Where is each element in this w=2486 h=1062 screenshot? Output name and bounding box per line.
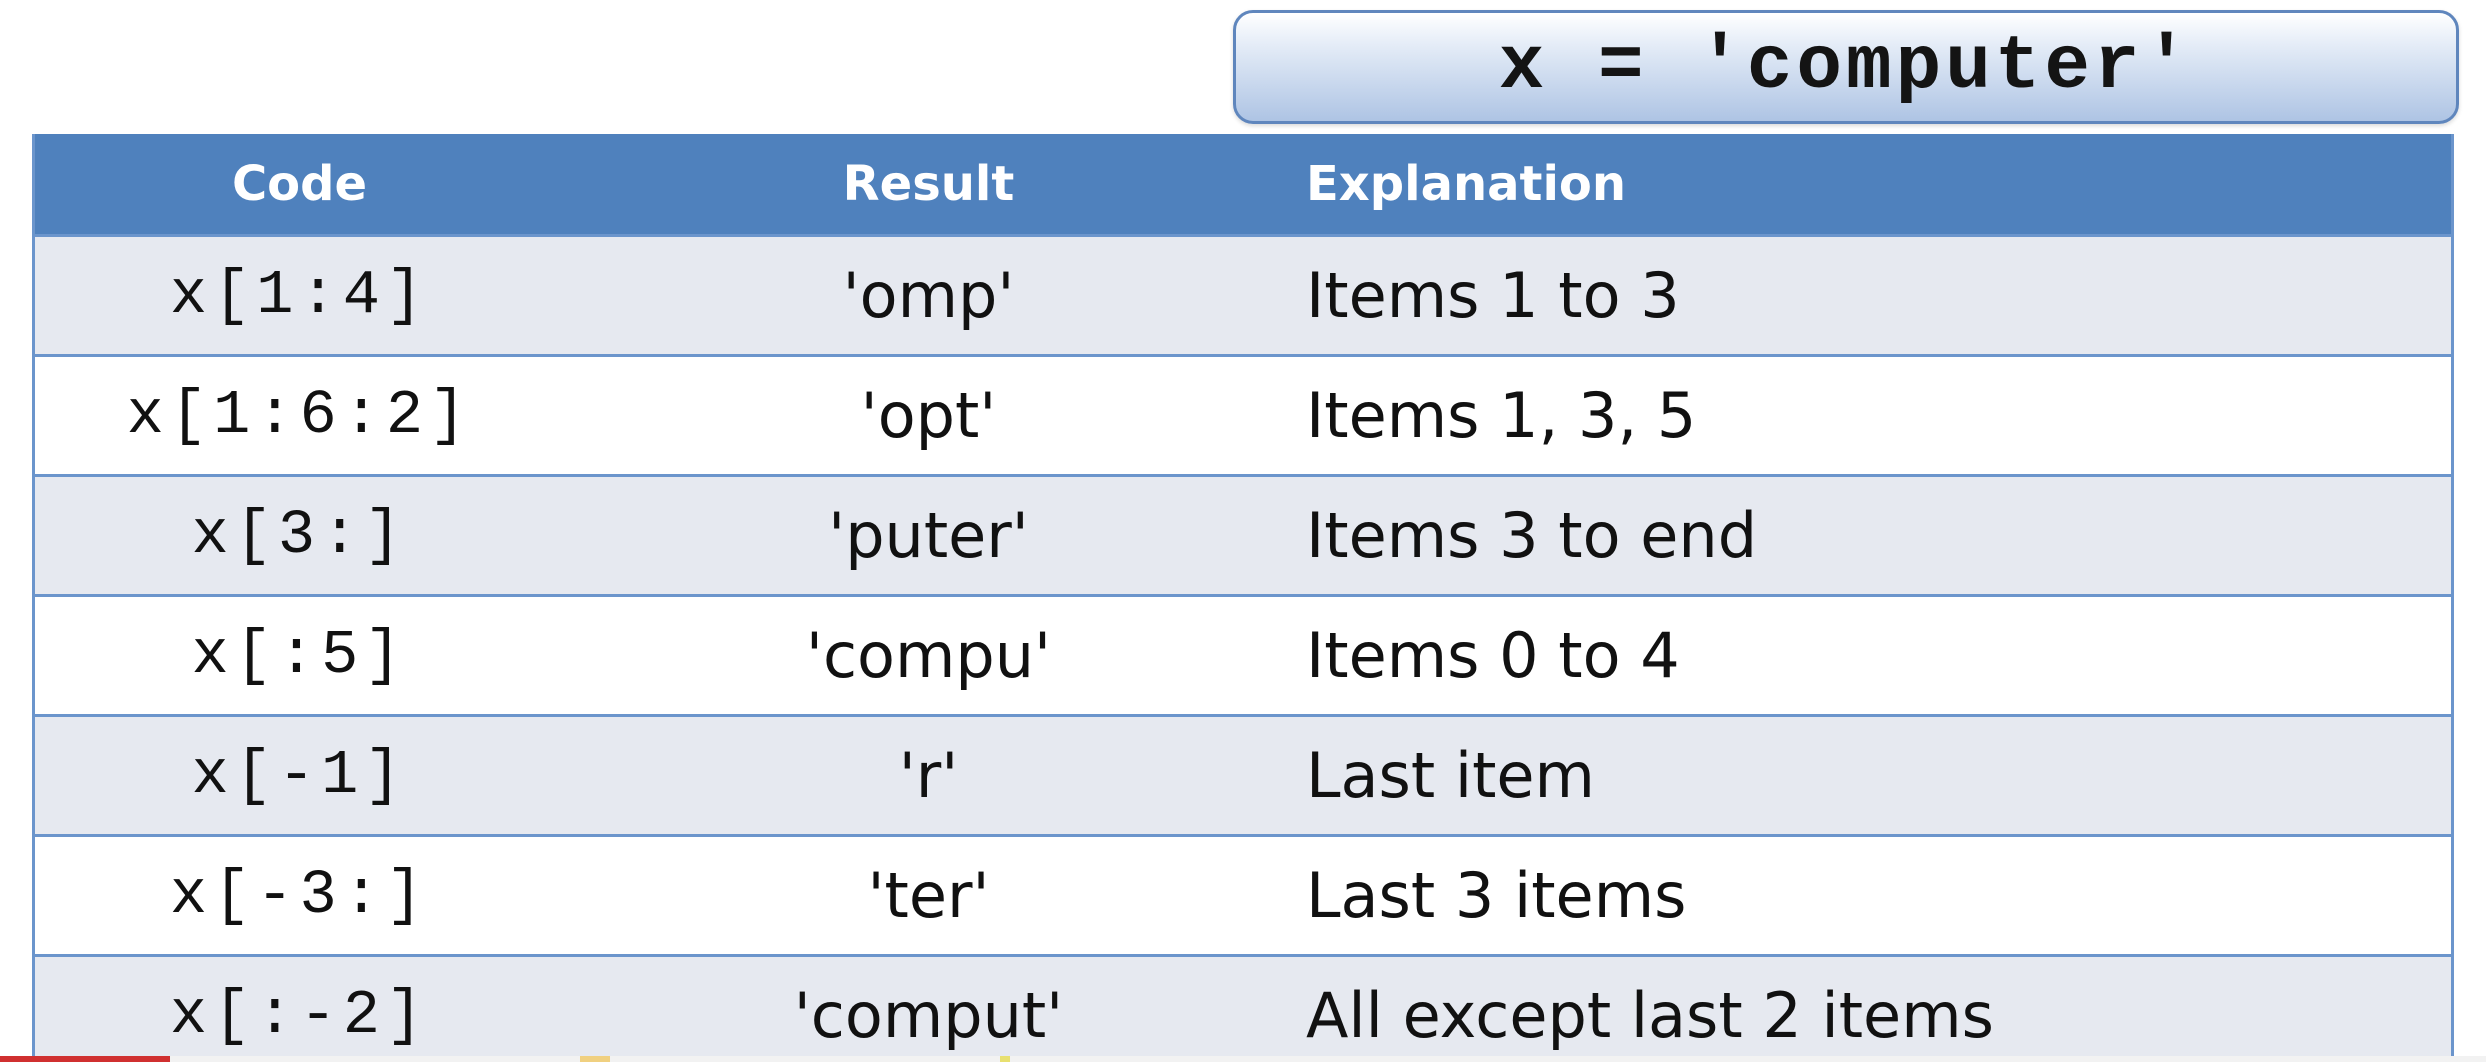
code-cell: x[-3:] xyxy=(32,834,567,956)
explanation-cell: Items 1, 3, 5 xyxy=(1290,354,2454,476)
result-cell: 'r' xyxy=(567,714,1290,836)
result-cell: 'puter' xyxy=(567,474,1290,596)
code-cell: x[1:6:2] xyxy=(32,354,567,476)
code-cell: x[:-2] xyxy=(32,954,567,1062)
table-row: x[1:4] 'omp' Items 1 to 3 xyxy=(32,234,2454,356)
explanation-cell: Items 0 to 4 xyxy=(1290,594,2454,716)
table-row: x[3:] 'puter' Items 3 to end xyxy=(32,474,2454,596)
column-header-explanation: Explanation xyxy=(1290,134,2454,236)
variable-definition-box: x = 'computer' xyxy=(1233,10,2459,124)
result-cell: 'ter' xyxy=(567,834,1290,956)
result-cell: 'compu' xyxy=(567,594,1290,716)
table-row: x[-3:] 'ter' Last 3 items xyxy=(32,834,2454,956)
table-row: x[1:6:2] 'opt' Items 1, 3, 5 xyxy=(32,354,2454,476)
variable-definition-text: x = 'computer' xyxy=(1498,24,2194,110)
table-right-border xyxy=(2451,134,2454,1062)
code-cell: x[-1] xyxy=(32,714,567,836)
table-row: x[-1] 'r' Last item xyxy=(32,714,2454,836)
explanation-cell: All except last 2 items xyxy=(1290,954,2454,1062)
explanation-cell: Items 1 to 3 xyxy=(1290,234,2454,356)
explanation-cell: Items 3 to end xyxy=(1290,474,2454,596)
column-header-result: Result xyxy=(567,134,1290,236)
slicing-table: Code Result Explanation x[1:4] 'omp' Ite… xyxy=(32,134,2454,1062)
table-left-border xyxy=(32,134,35,1062)
table-row: x[:5] 'compu' Items 0 to 4 xyxy=(32,594,2454,716)
result-cell: 'comput' xyxy=(567,954,1290,1062)
table-header-row: Code Result Explanation xyxy=(32,134,2454,236)
code-cell: x[:5] xyxy=(32,594,567,716)
video-progress-strip xyxy=(0,1056,2486,1062)
explanation-cell: Last item xyxy=(1290,714,2454,836)
result-cell: 'omp' xyxy=(567,234,1290,356)
code-cell: x[3:] xyxy=(32,474,567,596)
column-header-code: Code xyxy=(32,134,567,236)
table-row: x[:-2] 'comput' All except last 2 items xyxy=(32,954,2454,1062)
explanation-cell: Last 3 items xyxy=(1290,834,2454,956)
result-cell: 'opt' xyxy=(567,354,1290,476)
code-cell: x[1:4] xyxy=(32,234,567,356)
